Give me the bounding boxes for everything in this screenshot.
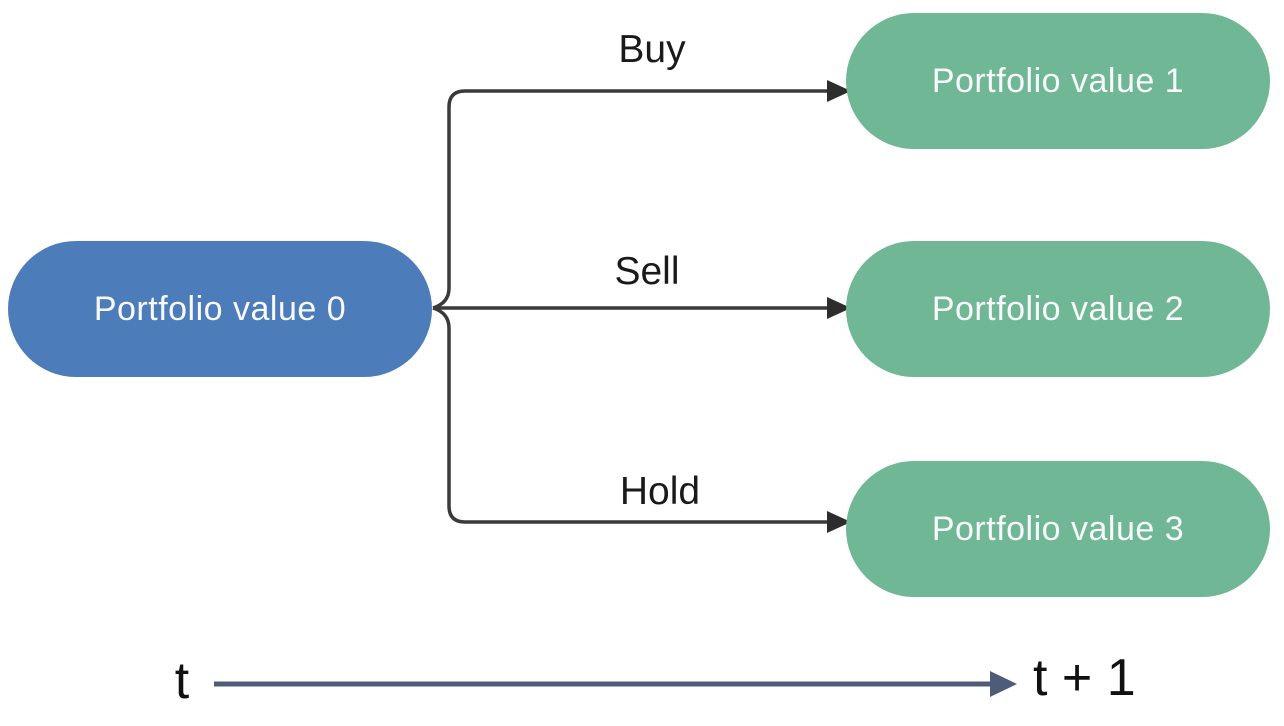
node-portfolio-value-3-label: Portfolio value 3 [931,509,1185,548]
sell-edge-arrowhead [827,297,851,319]
buy-edge-line [432,89,828,310]
buy-edge-arrowhead [827,80,851,102]
node-portfolio-value-2-label: Portfolio value 2 [931,289,1185,328]
node-portfolio-value-0: Portfolio value 0 [8,241,432,377]
timeline-label-t: t [174,652,190,710]
timeline-arrowhead [990,671,1017,697]
edge-label-hold: Hold [619,470,701,513]
hold-edge-arrowhead [827,511,851,533]
hold-edge-line [432,306,828,524]
node-portfolio-value-3: Portfolio value 3 [846,461,1270,597]
node-portfolio-value-1-label: Portfolio value 1 [931,61,1185,100]
node-portfolio-value-0-label: Portfolio value 0 [93,289,347,328]
edge-label-buy: Buy [618,28,686,71]
timeline-label-t-plus-1: t + 1 [1033,649,1136,707]
node-portfolio-value-1: Portfolio value 1 [846,13,1270,149]
node-portfolio-value-2: Portfolio value 2 [846,241,1270,377]
edge-label-sell: Sell [614,250,680,293]
